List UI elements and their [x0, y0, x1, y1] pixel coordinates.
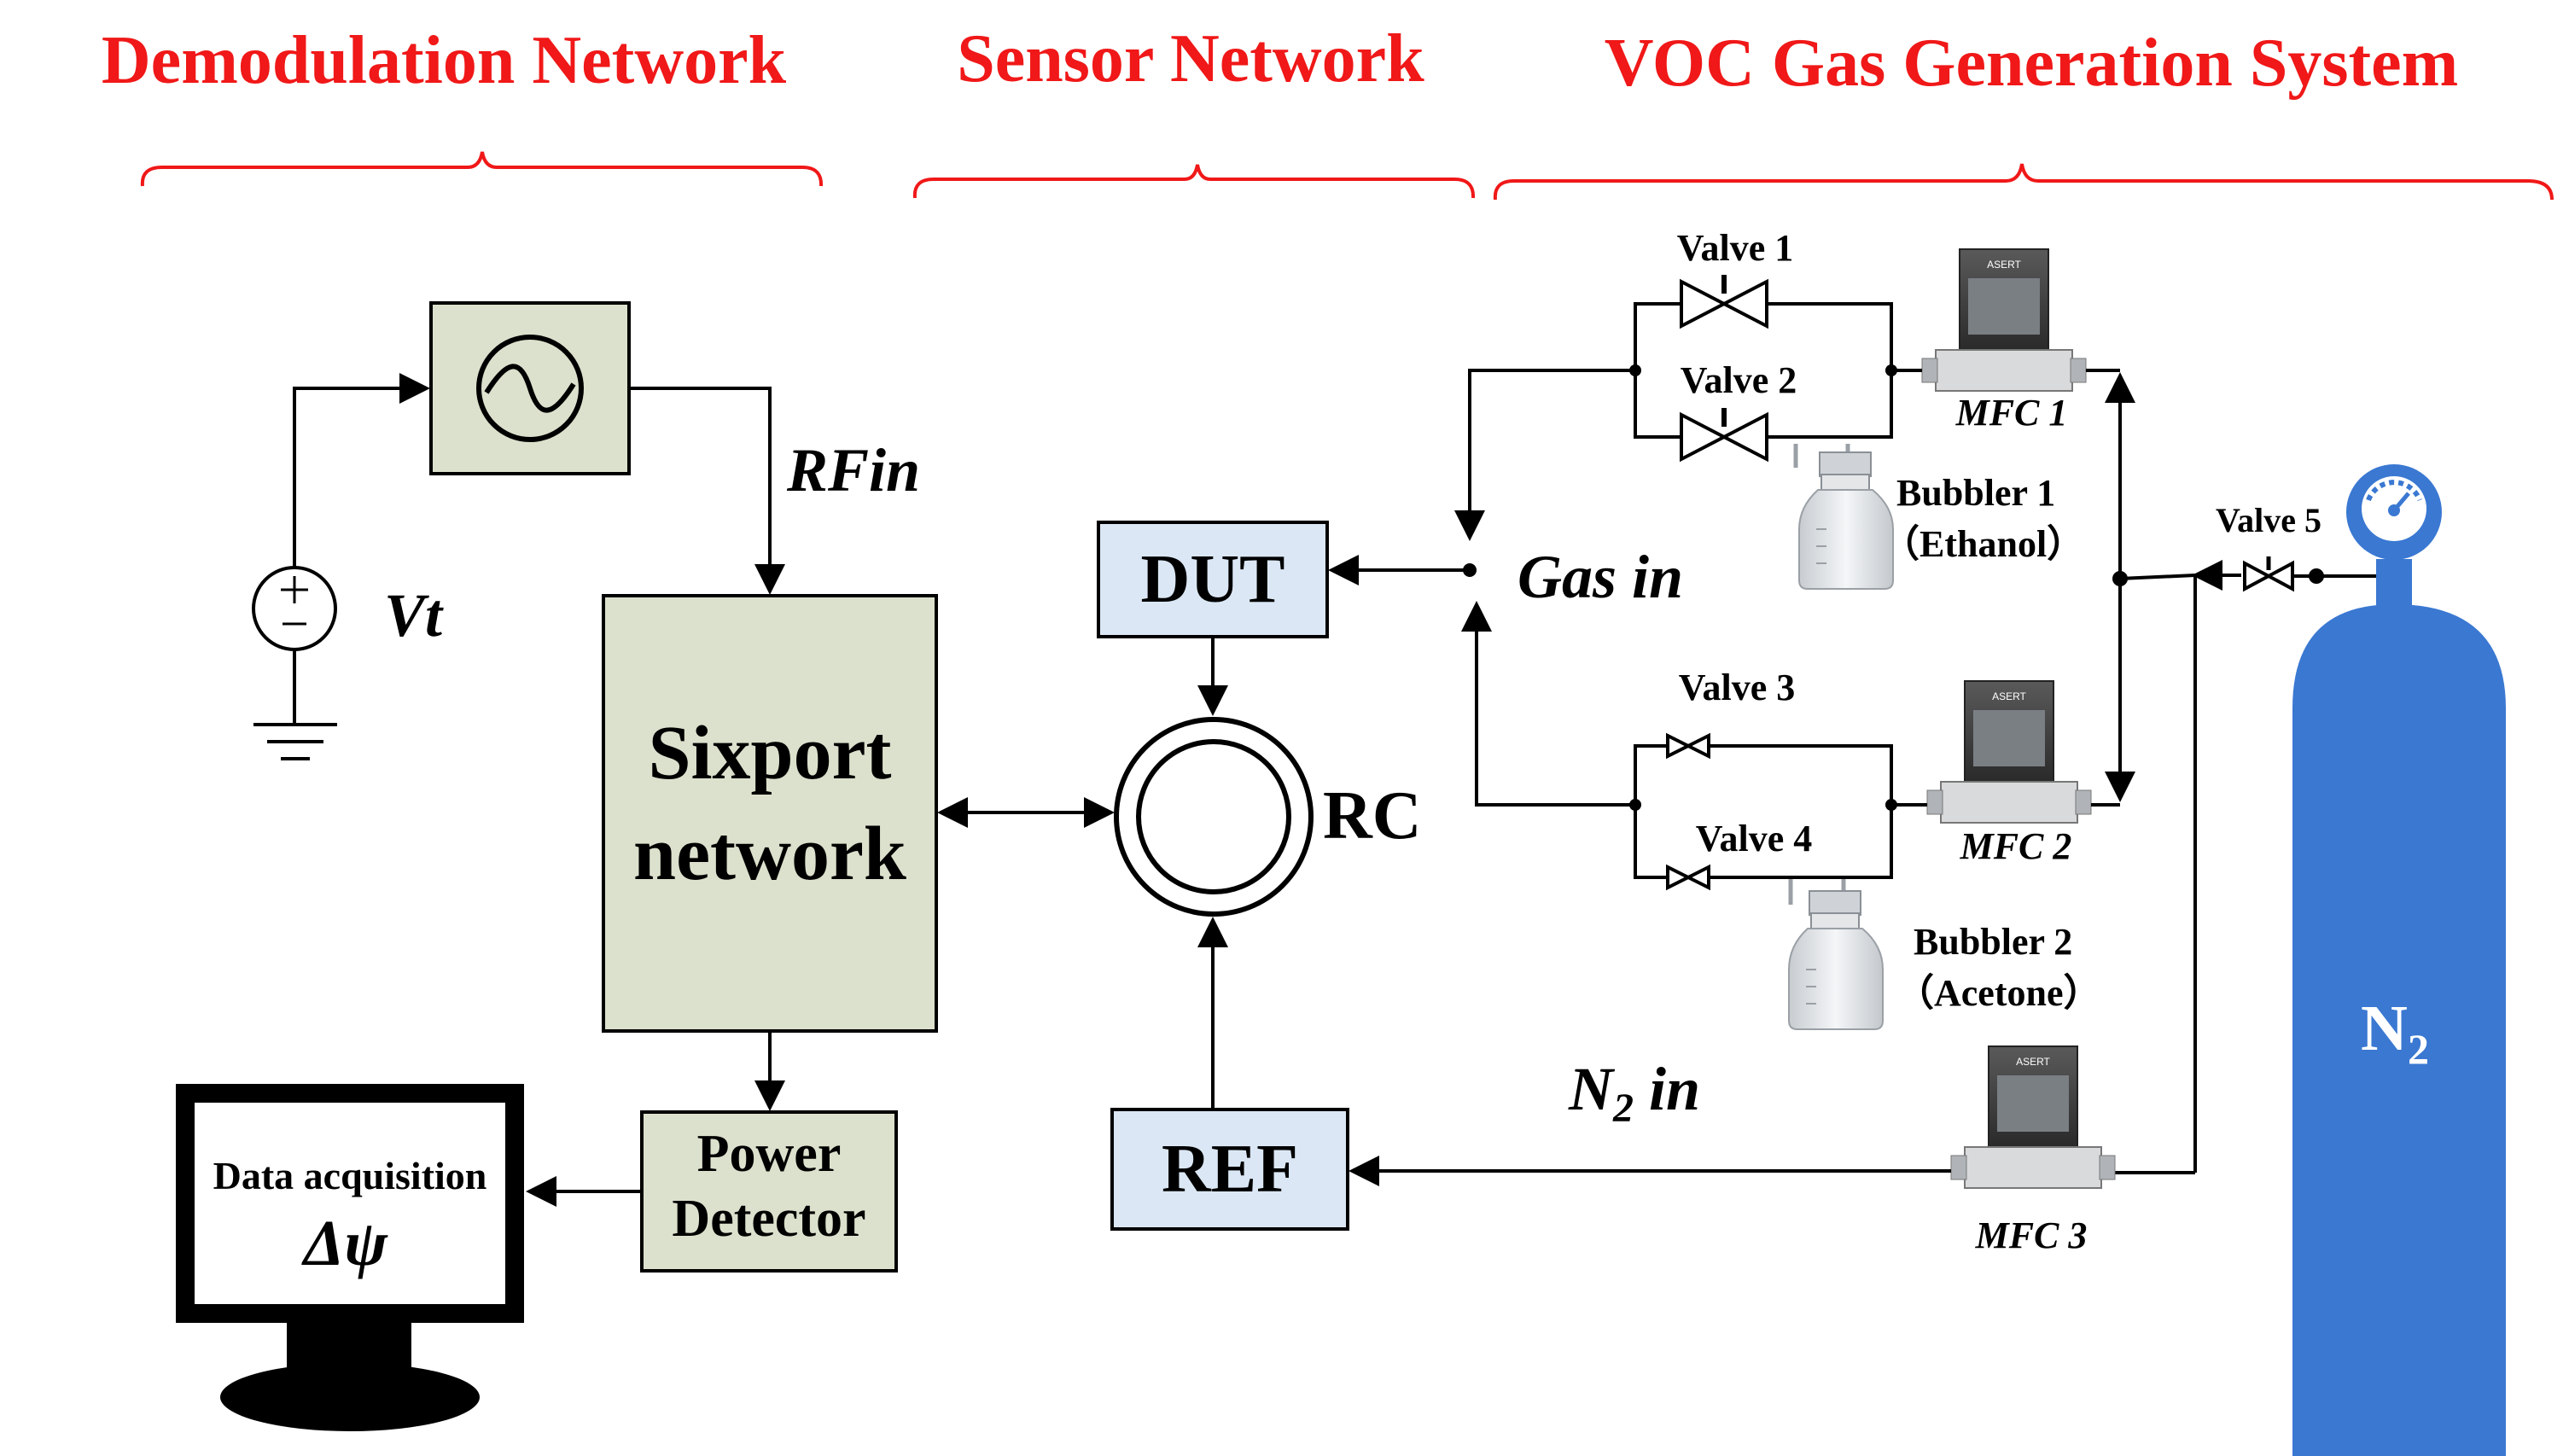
power-detector-line1: Power	[697, 1125, 842, 1183]
mfc-3-label: MFC 3	[1975, 1214, 2088, 1256]
bubbler-2	[1788, 879, 1884, 1030]
bubbler-1	[1793, 444, 1894, 590]
brace-demodulation	[140, 151, 824, 187]
pipe-trunk-manifold	[2119, 574, 2196, 580]
monitor-title: Data acquisition	[213, 1154, 487, 1197]
cylinder-body	[2292, 604, 2506, 1456]
cylinder-label-base: N	[2361, 993, 2408, 1064]
gas-in-label: Gas in	[1518, 543, 1683, 611]
dut-box	[1097, 521, 1329, 638]
junction-loop2-left	[1629, 799, 1641, 811]
vt-label: Vt	[384, 581, 444, 649]
sixport-label-line1: Sixport	[648, 711, 891, 795]
signal-source	[429, 301, 631, 475]
valve-3-label: Valve 3	[1679, 667, 1796, 708]
monitor-screen	[195, 1103, 505, 1304]
bubbler-2-liquid: （Acetone）	[1896, 972, 2101, 1014]
valve-4-label: Valve 4	[1696, 818, 1813, 859]
valve-1-label: Valve 1	[1677, 227, 1794, 269]
n2-in-tail: in	[1634, 1055, 1700, 1123]
data-acquisition-monitor	[176, 1084, 524, 1431]
cylinder-label: N2	[2361, 993, 2429, 1073]
pipe-upper-branch	[1454, 369, 1635, 541]
brace-voc	[1493, 163, 2554, 201]
pipe-loop-2	[1634, 744, 1893, 879]
monitor-neck	[287, 1323, 411, 1369]
wire-vt-oscillator	[293, 373, 430, 568]
junction-loop1-left	[1629, 364, 1641, 376]
n2-in-sub: 2	[1612, 1086, 1634, 1131]
monitor-value: Δψ	[301, 1208, 389, 1279]
sixport-network-box	[602, 594, 938, 1033]
mfc-1-label: MFC 1	[1955, 392, 2068, 434]
bubbler-1-name: Bubbler 1	[1896, 472, 2055, 514]
rc-outer-ring	[1114, 717, 1314, 917]
n2-in-label: N2 in	[1568, 1055, 1700, 1131]
pipe-lower-branch	[1461, 601, 1635, 807]
valve-1[interactable]	[1680, 275, 1768, 329]
mfc-3-device: ASERT	[1950, 1045, 2116, 1189]
power-detector-box	[640, 1110, 898, 1273]
bubbler-1-liquid: （Ethanol）	[1882, 523, 2084, 565]
n2-cylinder	[2292, 464, 2506, 1456]
valve-4[interactable]	[1666, 864, 1710, 891]
wire-rfin	[629, 387, 785, 595]
rc-label: RC	[1323, 778, 1422, 853]
mfc-2-label: MFC 2	[1960, 825, 2072, 867]
valve-2-label: Valve 2	[1681, 359, 1797, 401]
valve-3[interactable]	[1666, 732, 1710, 760]
sine-wave-icon	[484, 364, 576, 413]
valve-5-label: Valve 5	[2216, 501, 2321, 539]
valve-5[interactable]	[2243, 556, 2294, 592]
dut-label: DUT	[1141, 542, 1285, 617]
sixport-label-line2: network	[633, 812, 906, 896]
cylinder-label-sub: 2	[2408, 1025, 2429, 1073]
junction-valve5	[2309, 568, 2324, 584]
mfc-2-brand: ASERT	[1992, 690, 2026, 702]
power-detector-line2: Detector	[672, 1190, 865, 1248]
section-title-sensor: Sensor Network	[957, 21, 1424, 96]
ref-box	[1110, 1108, 1349, 1231]
dc-voltage-source	[252, 566, 337, 760]
gas-junction	[1463, 563, 1477, 577]
mfc-1-device: ASERT	[1921, 248, 2087, 392]
mfc-1-brand: ASERT	[1987, 259, 2021, 271]
oscillator-icon	[476, 335, 584, 442]
rc-inner-ring	[1136, 739, 1291, 894]
valve-2[interactable]	[1680, 408, 1768, 463]
cylinder-neck	[2376, 559, 2412, 605]
bubbler-2-name: Bubbler 2	[1914, 921, 2072, 963]
mfc-3-brand: ASERT	[2016, 1056, 2050, 1068]
ref-label: REF	[1162, 1132, 1298, 1207]
mfc-2-device: ASERT	[1926, 680, 2092, 824]
brace-sensor	[912, 164, 1476, 199]
section-title-demodulation: Demodulation Network	[102, 23, 787, 98]
monitor-stand	[220, 1363, 480, 1431]
n2-in-base: N	[1568, 1055, 1616, 1123]
section-title-voc: VOC Gas Generation System	[1605, 26, 2459, 101]
rfin-label: RFin	[786, 436, 920, 504]
